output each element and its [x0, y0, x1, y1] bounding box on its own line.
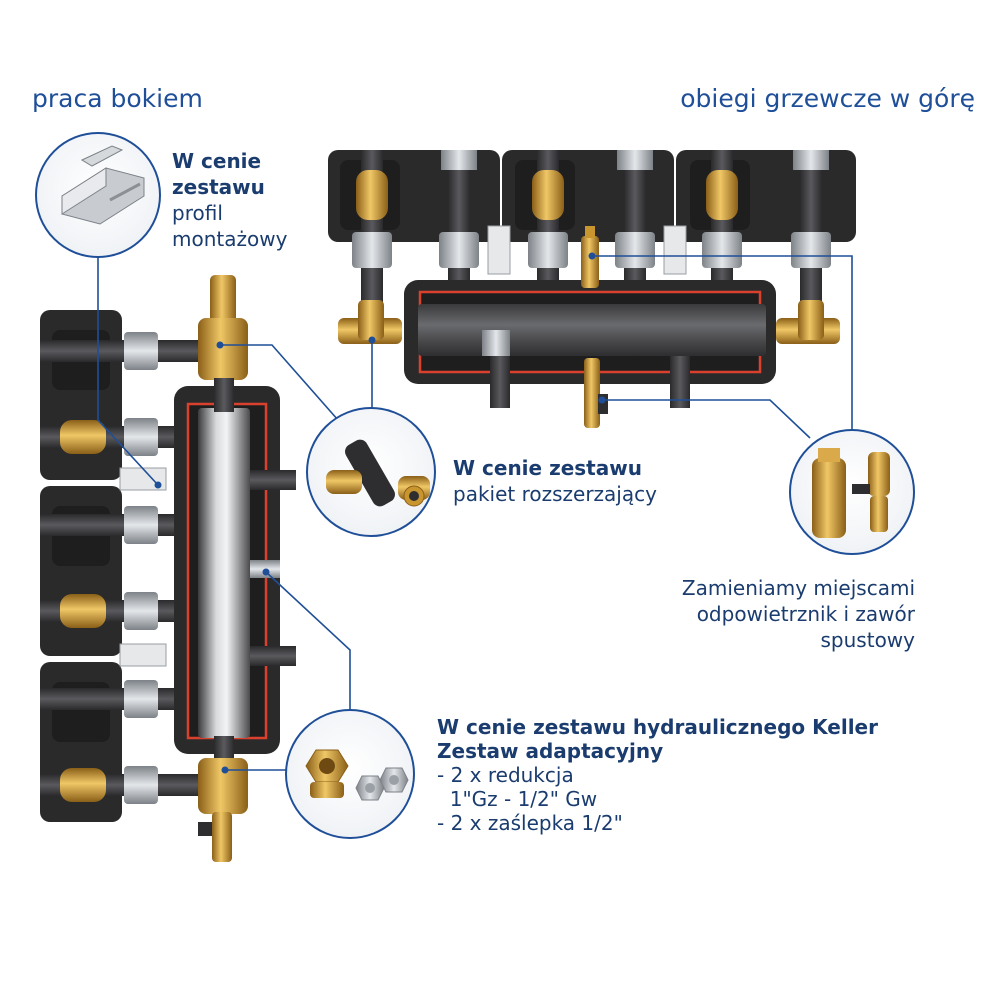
- caption-adapter-title1: W cenie zestawu hydraulicznego Keller: [437, 715, 878, 739]
- top-air-vent: [581, 226, 599, 288]
- expansion-pack-detail: [306, 407, 436, 537]
- caption-mounting-line1: W cenie: [172, 149, 262, 173]
- heading-circuits-upward: obiegi grzewcze w górę: [680, 84, 975, 113]
- caption-adapter-item1: - 2 x redukcja: [437, 763, 574, 787]
- left-steel-unions: [124, 332, 158, 804]
- left-bottom-tee-drain: [198, 736, 248, 862]
- left-top-vent-tee: [198, 275, 248, 412]
- vent-drain-swap-detail: [789, 429, 915, 555]
- mounting-profile-detail: [35, 132, 161, 258]
- caption-mounting-profile: W cenie zestawu profil montażowy: [172, 148, 287, 252]
- caption-mounting-line2: zestawu: [172, 175, 265, 199]
- leader-dots: [154, 252, 606, 774]
- left-assembly: [40, 275, 296, 862]
- caption-swap-note: Zamieniamy miejscami odpowietrznik i zaw…: [682, 575, 915, 653]
- top-manifold-body: [418, 304, 766, 356]
- caption-expansion-pack: W cenie zestawu pakiet rozszerzający: [453, 455, 657, 507]
- top-brass-tees: [338, 300, 840, 344]
- leader-lines: [97, 246, 853, 771]
- caption-swap-line2: odpowietrznik i zawór: [696, 602, 915, 626]
- adapter-set-detail: [285, 709, 415, 839]
- top-brackets: [487, 225, 687, 275]
- top-assembly: [328, 150, 856, 428]
- caption-adapter-item2: - 2 x zaślepka 1/2": [437, 811, 623, 835]
- top-steel-unions: [352, 150, 831, 268]
- caption-expansion-body: pakiet rozszerzający: [453, 482, 657, 506]
- left-pump-insulation: [40, 310, 122, 822]
- heading-side-operation: praca bokiem: [32, 84, 203, 113]
- caption-mounting-line3: profil: [172, 201, 223, 225]
- caption-swap-line3: spustowy: [820, 628, 915, 652]
- caption-adapter-title2: Zestaw adaptacyjny: [437, 739, 664, 763]
- caption-adapter-item1b: 1"Gz - 1/2" Gw: [437, 787, 598, 811]
- left-manifold-body: [198, 408, 250, 738]
- top-brass-valves: [356, 170, 738, 220]
- left-brackets: [119, 467, 167, 667]
- top-drain-valve: [584, 358, 608, 428]
- left-brass-valves: [60, 420, 106, 802]
- caption-mounting-line4: montażowy: [172, 227, 288, 251]
- caption-adapter-set: W cenie zestawu hydraulicznego Keller Ze…: [437, 715, 878, 835]
- caption-expansion-title: W cenie zestawu: [453, 456, 642, 480]
- caption-swap-line1: Zamieniamy miejscami: [681, 576, 915, 600]
